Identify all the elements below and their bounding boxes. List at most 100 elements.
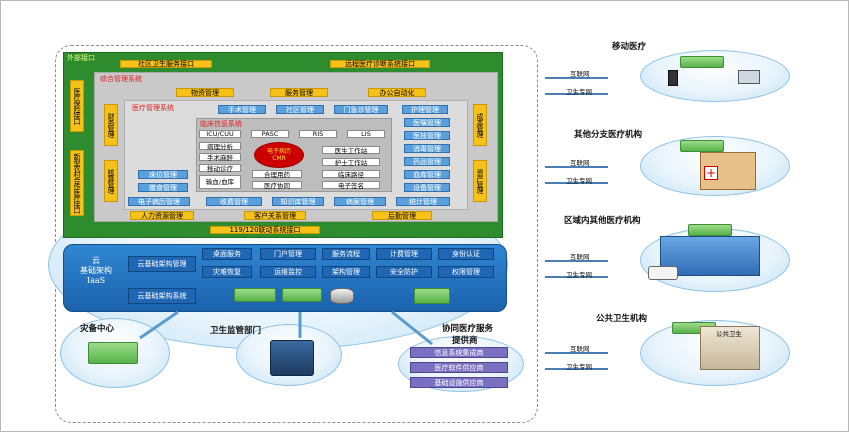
service-mgmt: 服务管理 (270, 88, 328, 97)
svc-dr: 灾难恢复 (202, 266, 252, 278)
storage-disk-icon (330, 288, 354, 304)
iaas-title: 云 基础架构 IaaS (68, 256, 124, 286)
regional-internet: 互联网 (570, 253, 590, 261)
lis-box: LIS (347, 130, 385, 138)
hr-mgmt: 人力资源管理 (130, 211, 194, 220)
community-mgmt: 社区管理 (276, 105, 324, 114)
crm-mgmt: 客户关系管理 (244, 211, 306, 220)
svc-security: 安全防护 (376, 266, 432, 278)
server-cluster-icon-2 (282, 288, 322, 302)
regional-server-icon (688, 224, 732, 236)
hospital-mgmt-label: 医疗管理系统 (132, 104, 174, 112)
asset-mgmt: 资产管理 (473, 160, 487, 202)
medical-tech: 医技管理 (404, 131, 450, 140)
external-interface-label: 外部接口 (67, 54, 95, 62)
medical-record: 医嘱管理 (404, 118, 450, 127)
logistics-mgmt: 后勤管理 (372, 211, 432, 220)
network-switch-icon (414, 288, 450, 304)
anesthesia-box: 手术麻醉 (199, 153, 241, 162)
nursing-mgmt: 护理管理 (402, 105, 448, 114)
mobile-label: 移动医疗 (612, 42, 647, 52)
remote-interface: 远程医疗诊断系统接口 (330, 60, 430, 68)
mobile-private-net: 卫生专网 (566, 88, 592, 96)
red-cross-icon: + (704, 166, 718, 180)
regional-label: 区域内其他医疗机构 (564, 216, 641, 226)
pasc-box: PASC (251, 130, 289, 138)
knowledge-mgmt: 知识库管理 (272, 197, 324, 206)
integrated-mgmt-label: 综合管理系统 (100, 75, 142, 83)
e-signature-box: 电子签名 (322, 181, 380, 190)
diet-mgmt: 膳食管理 (138, 183, 188, 192)
branches-internet: 互联网 (570, 159, 590, 167)
svc-auth: 身份认证 (438, 248, 494, 260)
insurance-interface: 医疗保险接口 (70, 80, 84, 132)
transfusion-box: 输血/血库 (199, 175, 241, 189)
regional-private-net: 卫生专网 (566, 271, 592, 279)
iaas-system: 云基础架构系统 (128, 288, 196, 304)
svc-permission: 权限管理 (438, 266, 494, 278)
iaas-title-line3: IaaS (86, 276, 106, 285)
followup-box: 医疗协同 (252, 181, 302, 190)
community-interface: 社区卫生服务接口 (120, 60, 212, 68)
disinfection: 消毒管理 (404, 144, 450, 153)
ambulance-icon (648, 266, 678, 280)
rational-drug-box: 合理用药 (252, 170, 302, 179)
svc-billing: 计费管理 (376, 248, 432, 260)
finance-mgmt: 财务管理 (104, 104, 118, 146)
public-health-label: 公共卫生机构 (596, 314, 648, 324)
provider-software: 医疗软件供应商 (410, 362, 508, 373)
blood-mgmt: 血库管理 (404, 170, 450, 179)
surgery-mgmt: 手术管理 (218, 105, 266, 114)
ris-box: RIS (299, 130, 337, 138)
branches-label: 其他分支医疗机构 (574, 130, 643, 140)
operator-workstation-icon (270, 340, 314, 376)
emr-center: 电子病历 CMR (254, 142, 304, 168)
provider-title-1: 协同医疗服务 (442, 324, 494, 334)
phone-icon (668, 70, 678, 86)
doctor-ws-box: 医生工作站 (322, 146, 380, 155)
charge-mgmt: 收费管理 (206, 197, 262, 206)
emr-center-label: 电子病历 CMR (266, 148, 291, 162)
device-mgmt: 设备管理 (404, 183, 450, 192)
emergency-interface: 119/120联动系统接口 (210, 226, 320, 234)
clinical-path-box: 临床路径 (322, 170, 380, 179)
pathology-box: 病理分析 (199, 142, 241, 151)
office-auto: 办公自动化 (368, 88, 426, 97)
iaas-title-line2: 基础架构 (80, 266, 112, 275)
clinical-info-label: 临床信息系统 (200, 120, 242, 128)
icu-box: ICU/CUU (199, 130, 241, 138)
accounting-mgmt: 核算管理 (104, 160, 118, 202)
statistics: 统计管理 (396, 197, 450, 206)
outpatient-mgmt: 门急诊管理 (334, 105, 388, 114)
disaster-server-icon (88, 342, 138, 364)
drug-mgmt: 药品管理 (404, 157, 450, 166)
newcoop-interface: 新型农村合作医疗接口 (70, 150, 84, 216)
iaas-title-line1: 云 (92, 256, 100, 265)
emr-mgmt: 电子病历管理 (128, 197, 190, 206)
svc-portal: 门户管理 (260, 248, 316, 260)
mobile-internet: 互联网 (570, 70, 590, 78)
public-health-internet: 互联网 (570, 345, 590, 353)
branches-server-icon (680, 140, 724, 152)
disaster-center-label: 灾备中心 (80, 324, 115, 334)
public-health-sign: 公共卫生 (716, 330, 742, 338)
material-mgmt: 物资管理 (176, 88, 234, 97)
provider-title-2: 提供商 (452, 336, 478, 346)
laptop-icon (738, 70, 760, 84)
svc-arch: 架构管理 (322, 266, 370, 278)
private-cloud-boundary (55, 45, 538, 423)
bed-mgmt: 床位管理 (138, 170, 188, 179)
nurse-ws-box: 护士工作站 (322, 158, 380, 167)
branches-private-net: 卫生专网 (566, 177, 592, 185)
health-dept-label: 卫生监管部门 (210, 326, 262, 336)
cost-mgmt: 成本管理 (473, 104, 487, 146)
public-health-building-icon (700, 326, 760, 370)
server-cluster-icon (234, 288, 276, 302)
mobile-care-box: 移动诊疗 (199, 164, 241, 173)
provider-integrator: 信息系统集成商 (410, 347, 508, 358)
svc-monitor: 运维监控 (260, 266, 316, 278)
public-health-private-net: 卫生专网 (566, 363, 592, 371)
svc-flow: 服务流程 (322, 248, 370, 260)
provider-infra: 基础设施供应商 (410, 377, 508, 388)
